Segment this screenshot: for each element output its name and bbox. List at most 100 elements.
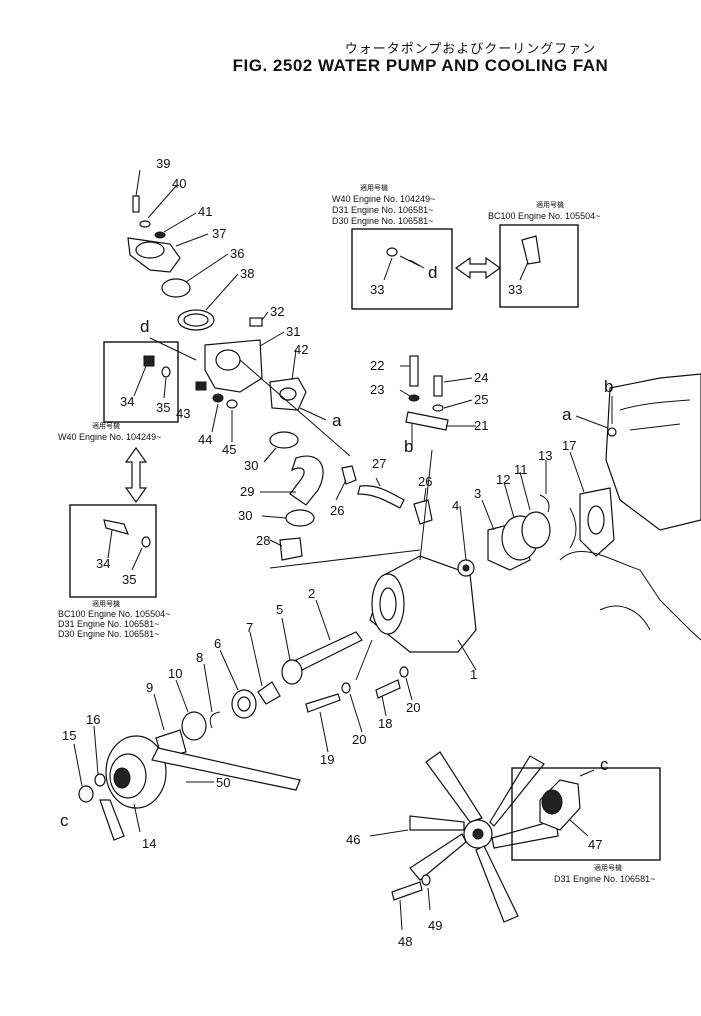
callout-12: 12: [496, 472, 510, 487]
double-arrow-horizontal: [454, 256, 502, 280]
washer-20-a: [341, 682, 351, 694]
bolt-18: [375, 679, 401, 699]
note-fan-line-1: D31 Engine No. 106581~: [554, 874, 655, 884]
clamp-30-lower: [285, 509, 315, 527]
callout-39: 39: [156, 156, 170, 171]
bolt-48: [391, 881, 423, 901]
callout-26-a: 26: [330, 503, 344, 518]
callout-21: 21: [474, 418, 488, 433]
callout-7: 7: [246, 620, 253, 635]
washer-40: [139, 220, 151, 228]
callout-34-a: 34: [120, 394, 134, 409]
callout-28: 28: [256, 533, 270, 548]
note-left-lower-jp: 適用号機: [92, 599, 120, 608]
figure-title: FIG. 2502 WATER PUMP AND COOLING FAN: [232, 56, 609, 75]
bracket-21: [405, 411, 449, 431]
letter-c-left: c: [60, 811, 69, 830]
callout-38: 38: [240, 266, 254, 281]
note-left-upper-line-1: W40 Engine No. 104249~: [58, 432, 161, 442]
callout-26-b: 26: [418, 474, 432, 489]
note-left-lower-line-1: BC100 Engine No. 105504~: [58, 609, 170, 619]
reference-letters: a a b b c c d d: [60, 263, 613, 830]
callout-numbers: 1 2 3 4 5 6 7 8 9 10 11 12 13 14 15 16 1…: [62, 156, 602, 949]
callout-48: 48: [398, 934, 412, 949]
clamp-30-upper: [269, 431, 299, 449]
callout-23: 23: [370, 382, 384, 397]
snap-ring-8: [209, 711, 221, 729]
plug-33-a: [386, 247, 398, 257]
note-fan: 適用号機 D31 Engine No. 106581~: [554, 863, 655, 884]
note-top-right-jp: 適用号機: [536, 200, 564, 209]
callout-11: 11: [514, 462, 528, 477]
shaft-pulley-group: [73, 599, 363, 841]
washer-23: [408, 394, 420, 402]
hose-29: [289, 455, 324, 506]
bolt-24: [433, 375, 443, 397]
callout-34-b: 34: [96, 556, 110, 571]
callout-10: 10: [168, 666, 182, 681]
double-arrow-vertical: [124, 446, 148, 504]
callout-4: 4: [452, 498, 459, 513]
plug-32: [249, 317, 263, 327]
bearing-5: [281, 659, 303, 685]
cover-11: [521, 511, 551, 549]
box-left-lower-content: [103, 519, 151, 571]
washer-35-b: [141, 536, 151, 548]
callout-43: 43: [176, 406, 190, 421]
elbow-28: [279, 537, 303, 561]
washer-16: [94, 773, 106, 787]
callout-22: 22: [370, 358, 384, 373]
variant-box-top-left: [351, 228, 453, 310]
letter-a-right: a: [562, 405, 572, 424]
washer-35-a: [161, 366, 171, 378]
callout-36: 36: [230, 246, 244, 261]
variant-box-left-upper: [103, 341, 179, 423]
callout-15: 15: [62, 728, 76, 743]
box-left-upper-content: [133, 355, 171, 399]
box-top-left-content: [383, 247, 421, 281]
pump-body-group: [369, 449, 615, 671]
callout-19: 19: [320, 752, 334, 767]
callout-3: 3: [474, 486, 481, 501]
bolt-39: [132, 195, 140, 213]
letter-c-right: c: [600, 755, 609, 774]
v-belt-50: [151, 747, 301, 791]
callout-1: 1: [470, 667, 477, 682]
callout-30-a: 30: [244, 458, 258, 473]
note-top-right-line-1: BC100 Engine No. 105504~: [488, 211, 600, 221]
callout-17: 17: [562, 438, 576, 453]
callout-33-a: 33: [370, 282, 384, 297]
callout-16: 16: [86, 712, 100, 727]
sensor-33-b: [521, 235, 541, 265]
washer-49: [421, 874, 431, 886]
hose-group: [260, 431, 433, 569]
callout-42: 42: [294, 342, 308, 357]
callout-13: 13: [538, 448, 552, 463]
washer-41: [154, 231, 166, 239]
note-left-upper-jp: 適用号機: [92, 421, 120, 430]
callout-32: 32: [270, 304, 284, 319]
note-top-left-line-1: W40 Engine No. 104249~: [332, 194, 435, 204]
washer-45: [226, 399, 238, 409]
connector-26-lower: [413, 499, 433, 525]
ring-13: [539, 494, 550, 513]
letter-a-left: a: [332, 411, 342, 430]
fan-bolt-group: [391, 874, 431, 931]
callout-44: 44: [198, 432, 212, 447]
callout-37: 37: [212, 226, 226, 241]
connector-26-upper: [341, 465, 357, 485]
callout-50: 50: [216, 775, 230, 790]
washer-44: [212, 393, 224, 403]
callout-33-b: 33: [508, 282, 522, 297]
box-top-right-content: [519, 235, 541, 281]
bolt-22: [409, 355, 419, 387]
title-japanese: ウォータポンプおよびクーリングファン: [344, 42, 597, 57]
note-top-left-line-3: D30 Engine No. 106581~: [332, 216, 433, 226]
note-top-left-line-2: D31 Engine No. 106581~: [332, 205, 433, 215]
callout-45: 45: [222, 442, 236, 457]
note-fan-jp: 適用号機: [594, 863, 622, 872]
callout-6: 6: [214, 636, 221, 651]
callout-2: 2: [308, 586, 315, 601]
callout-35-b: 35: [122, 572, 136, 587]
